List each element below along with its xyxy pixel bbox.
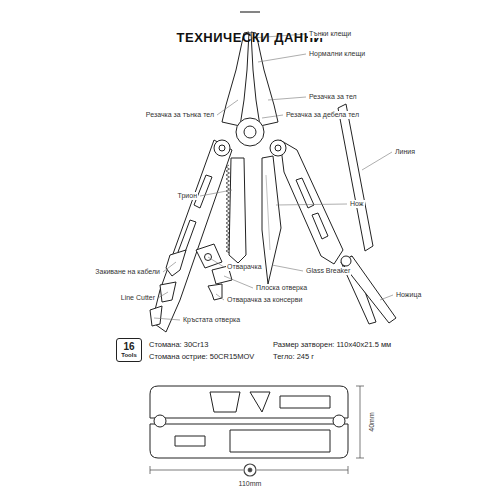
dimension-label: 110mm	[238, 480, 263, 488]
tools-count-box: 16Tools	[116, 338, 142, 362]
part-label: Кръстата отверка	[182, 316, 241, 324]
tools-word: Tools	[120, 352, 138, 359]
spec-text: Тегло: 245 г	[272, 352, 315, 361]
part-label: Line Cutter	[120, 294, 156, 302]
part-label: Резачка за тел	[308, 93, 358, 101]
spec-text: Стомана: 30Cr13	[148, 340, 209, 349]
part-label: Отварачка за консерви	[226, 296, 303, 304]
part-label: Отварачка	[226, 263, 263, 271]
spec-text: Стомана острие: 50CR15MOV	[148, 352, 255, 361]
part-label: Тънки клещи	[308, 30, 352, 38]
part-label: Нож	[349, 200, 365, 208]
part-label: Нормални клещи	[308, 50, 366, 58]
part-label: Резачка за дебела тел	[285, 111, 360, 119]
part-label: Ножица	[395, 291, 422, 299]
tools-count: 16	[120, 341, 138, 352]
spec-text: Размер затворен: 110x40x21.5 мм	[272, 340, 392, 349]
title: ТЕХНИЧЕСКИ ДАННИ	[0, 30, 500, 45]
part-label: Трион	[177, 192, 198, 200]
dimension-label: 40mm	[368, 411, 376, 432]
part-label: Резачка за тънка тел	[145, 111, 215, 119]
part-label: Закиване на кабели	[94, 268, 161, 276]
part-label: Линия	[394, 148, 416, 156]
part-label: Glass Breaker	[305, 267, 351, 275]
part-label: Плоска отверка	[255, 284, 308, 292]
